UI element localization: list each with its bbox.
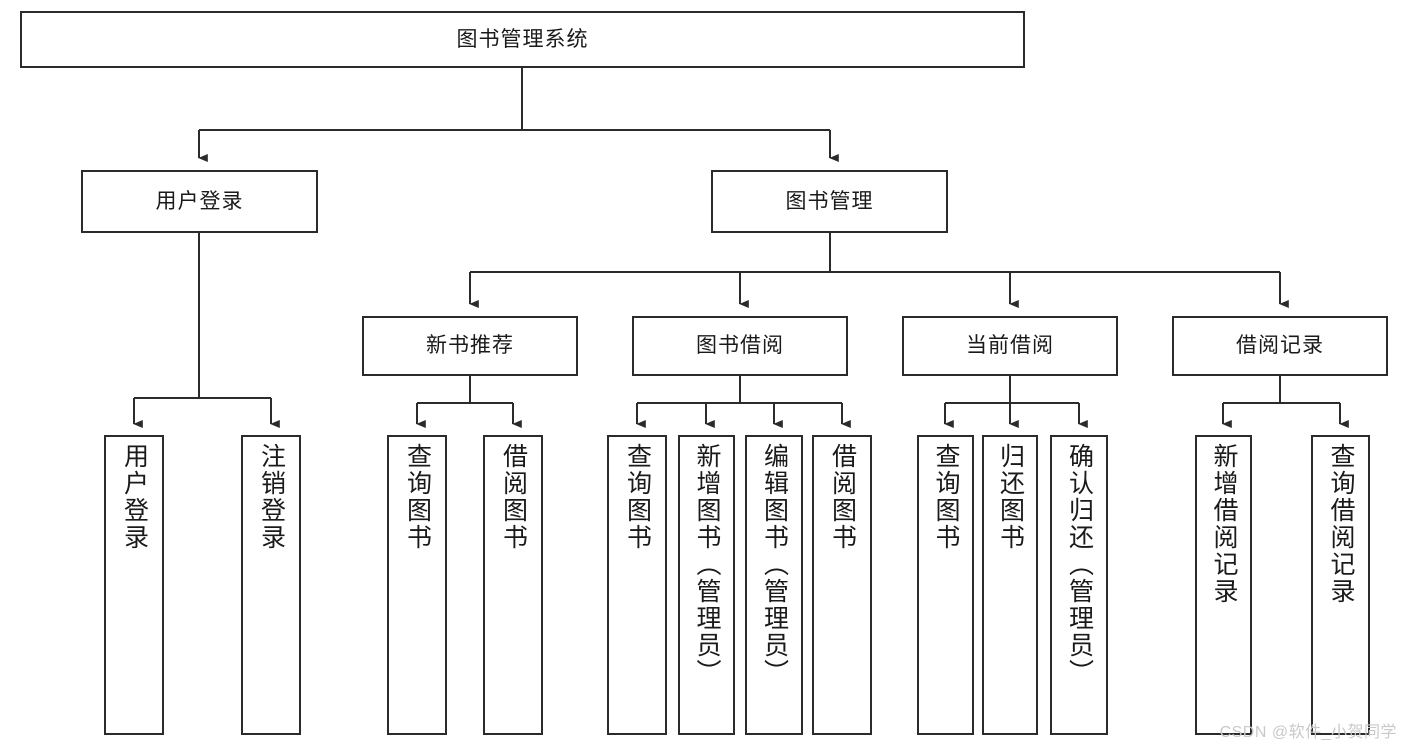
leaf-query-book-borrow[interactable]: 查询图书: [607, 435, 667, 735]
leaf-query-book-recommend[interactable]: 查询图书: [387, 435, 447, 735]
leaf-query-book-borrow-label: 查询图书: [623, 443, 652, 551]
node-root[interactable]: 图书管理系统: [20, 11, 1025, 68]
leaf-borrow-book[interactable]: 借阅图书: [812, 435, 872, 735]
leaf-borrow-book-recommend[interactable]: 借阅图书: [483, 435, 543, 735]
leaf-query-borrow-record-label: 查询借阅记录: [1327, 443, 1355, 605]
leaf-return-book-label: 归还图书: [996, 443, 1025, 551]
leaf-query-book-current-label: 查询图书: [932, 443, 960, 551]
node-new-book-recommend[interactable]: 新书推荐: [362, 316, 578, 376]
leaf-confirm-return-admin-label: 确认归还（管理员）: [1065, 443, 1094, 686]
leaf-add-borrow-record-label: 新增借阅记录: [1210, 443, 1238, 605]
leaf-borrow-book-label: 借阅图书: [828, 443, 857, 551]
leaf-logout[interactable]: 注销登录: [241, 435, 301, 735]
node-book-borrow[interactable]: 图书借阅: [632, 316, 848, 376]
leaf-return-book[interactable]: 归还图书: [982, 435, 1038, 735]
leaf-edit-book-admin-label: 编辑图书（管理员）: [760, 443, 789, 686]
node-current-borrow-label: 当前借阅: [966, 334, 1054, 358]
node-book-borrow-label: 图书借阅: [696, 334, 784, 358]
node-book-management-label: 图书管理: [785, 189, 874, 213]
leaf-edit-book-admin[interactable]: 编辑图书（管理员）: [745, 435, 803, 735]
leaf-borrow-book-recommend-label: 借阅图书: [499, 443, 528, 551]
node-new-book-recommend-label: 新书推荐: [426, 334, 514, 358]
node-borrow-record-label: 借阅记录: [1236, 334, 1324, 358]
node-borrow-record[interactable]: 借阅记录: [1172, 316, 1388, 376]
node-book-management[interactable]: 图书管理: [711, 170, 948, 233]
leaf-user-login-label: 用户登录: [120, 443, 149, 551]
leaf-query-borrow-record[interactable]: 查询借阅记录: [1311, 435, 1370, 735]
leaf-logout-label: 注销登录: [257, 443, 286, 551]
leaf-add-borrow-record[interactable]: 新增借阅记录: [1195, 435, 1252, 735]
node-root-label: 图书管理系统: [456, 27, 589, 51]
leaf-query-book-recommend-label: 查询图书: [403, 443, 432, 551]
node-current-borrow[interactable]: 当前借阅: [902, 316, 1118, 376]
leaf-add-book-admin-label: 新增图书（管理员）: [693, 443, 721, 686]
node-user-login-label: 用户登录: [155, 189, 244, 213]
leaf-add-book-admin[interactable]: 新增图书（管理员）: [678, 435, 735, 735]
leaf-confirm-return-admin[interactable]: 确认归还（管理员）: [1050, 435, 1108, 735]
node-user-login[interactable]: 用户登录: [81, 170, 318, 233]
leaf-query-book-current[interactable]: 查询图书: [917, 435, 974, 735]
leaf-user-login[interactable]: 用户登录: [104, 435, 164, 735]
